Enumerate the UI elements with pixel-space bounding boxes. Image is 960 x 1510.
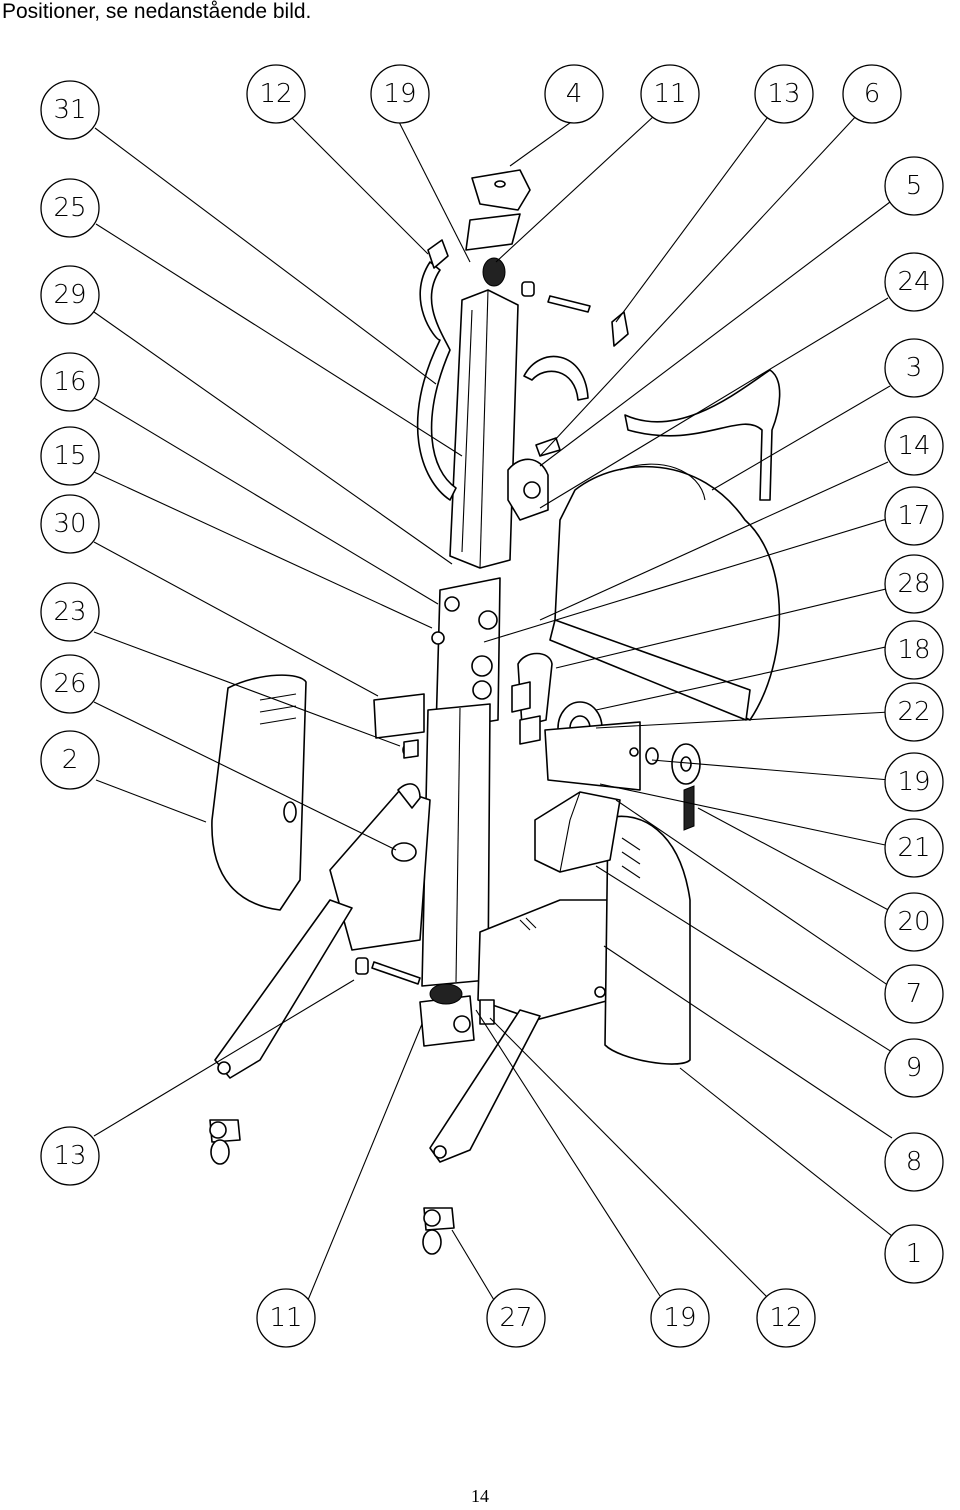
callout-left-8: 26 <box>40 654 100 714</box>
callout-right-5: 17 <box>884 486 944 546</box>
callout-bottom-2: 27 <box>486 1288 546 1348</box>
svg-text:13: 13 <box>53 1141 86 1171</box>
svg-text:17: 17 <box>897 501 930 531</box>
svg-text:14: 14 <box>897 431 930 461</box>
svg-text:19: 19 <box>383 79 416 109</box>
svg-text:3: 3 <box>906 353 923 383</box>
svg-text:11: 11 <box>653 79 686 109</box>
callout-top-4: 11 <box>640 64 700 124</box>
callouts: 31 25 29 16 15 30 23 26 2 13 12 19 4 11 … <box>40 64 944 1348</box>
callout-left-2: 25 <box>40 178 100 238</box>
callout-right-13: 9 <box>884 1038 944 1098</box>
left-leg <box>214 899 353 1079</box>
svg-text:16: 16 <box>53 367 86 397</box>
svg-text:25: 25 <box>53 193 86 223</box>
callout-bottom-3: 19 <box>650 1288 710 1348</box>
svg-text:15: 15 <box>53 441 86 471</box>
svg-text:5: 5 <box>906 171 923 201</box>
callout-left-4: 16 <box>40 352 100 412</box>
callout-right-11: 20 <box>884 892 944 952</box>
callout-right-3: 3 <box>884 338 944 398</box>
svg-text:1: 1 <box>906 1239 923 1269</box>
svg-text:21: 21 <box>897 833 930 863</box>
callout-top-3: 4 <box>544 64 604 124</box>
callout-left-1: 31 <box>40 80 100 140</box>
top-pulley <box>482 257 506 287</box>
callout-right-8: 22 <box>884 682 944 742</box>
top-plate <box>465 213 521 251</box>
spring <box>683 785 695 831</box>
right-side-cover <box>604 815 691 1065</box>
callout-right-15: 1 <box>884 1224 944 1284</box>
svg-text:6: 6 <box>864 79 881 109</box>
seat-shell <box>554 465 781 721</box>
callout-bottom-4: 12 <box>756 1288 816 1348</box>
svg-text:30: 30 <box>53 509 86 539</box>
callout-left-6: 30 <box>40 494 100 554</box>
callout-bottom-1: 11 <box>256 1288 316 1348</box>
svg-text:11: 11 <box>269 1303 302 1333</box>
page-number: 14 <box>471 1486 489 1506</box>
svg-text:18: 18 <box>897 635 930 665</box>
svg-text:8: 8 <box>906 1147 923 1177</box>
svg-text:28: 28 <box>897 569 930 599</box>
callout-left-5: 15 <box>40 426 100 486</box>
left-side-cover <box>211 674 307 911</box>
callout-left-3: 29 <box>40 265 100 325</box>
svg-text:9: 9 <box>906 1053 923 1083</box>
svg-text:12: 12 <box>259 79 292 109</box>
callout-right-9: 19 <box>884 752 944 812</box>
caster-left <box>209 1119 241 1165</box>
arc-bracket <box>523 355 589 401</box>
svg-text:20: 20 <box>897 907 930 937</box>
top-cap <box>471 169 531 211</box>
callout-top-1: 12 <box>246 64 306 124</box>
svg-text:26: 26 <box>53 669 86 699</box>
callout-right-7: 18 <box>884 620 944 680</box>
lift-drawing <box>209 169 781 1255</box>
caster-right <box>422 1207 455 1255</box>
callout-right-2: 24 <box>884 252 944 312</box>
callout-top-6: 6 <box>842 64 902 124</box>
svg-text:4: 4 <box>566 79 583 109</box>
svg-text:19: 19 <box>663 1303 696 1333</box>
svg-text:29: 29 <box>53 280 86 310</box>
svg-text:19: 19 <box>897 767 930 797</box>
callout-right-12: 7 <box>884 964 944 1024</box>
callout-right-14: 8 <box>884 1132 944 1192</box>
base-frame-right <box>477 899 613 1021</box>
svg-text:23: 23 <box>53 597 86 627</box>
callout-right-4: 14 <box>884 416 944 476</box>
svg-text:13: 13 <box>767 79 800 109</box>
callout-top-5: 13 <box>754 64 814 124</box>
callout-right-1: 5 <box>884 156 944 216</box>
leader-lines <box>93 113 893 1301</box>
svg-text:27: 27 <box>499 1303 532 1333</box>
svg-text:22: 22 <box>897 697 930 727</box>
callout-left-10: 13 <box>40 1126 100 1186</box>
base-frame-left <box>329 789 431 951</box>
callout-right-6: 28 <box>884 554 944 614</box>
svg-text:31: 31 <box>53 95 86 125</box>
callout-top-2: 19 <box>370 64 430 124</box>
callout-right-10: 21 <box>884 818 944 878</box>
callout-left-9: 2 <box>40 730 100 790</box>
svg-text:12: 12 <box>769 1303 802 1333</box>
callout-left-7: 23 <box>40 582 100 642</box>
svg-text:7: 7 <box>906 979 923 1009</box>
page-caption: Positioner, se nedanstående bild. <box>2 0 312 23</box>
svg-text:2: 2 <box>62 745 79 775</box>
svg-text:24: 24 <box>897 267 930 297</box>
push-handle <box>416 261 457 501</box>
